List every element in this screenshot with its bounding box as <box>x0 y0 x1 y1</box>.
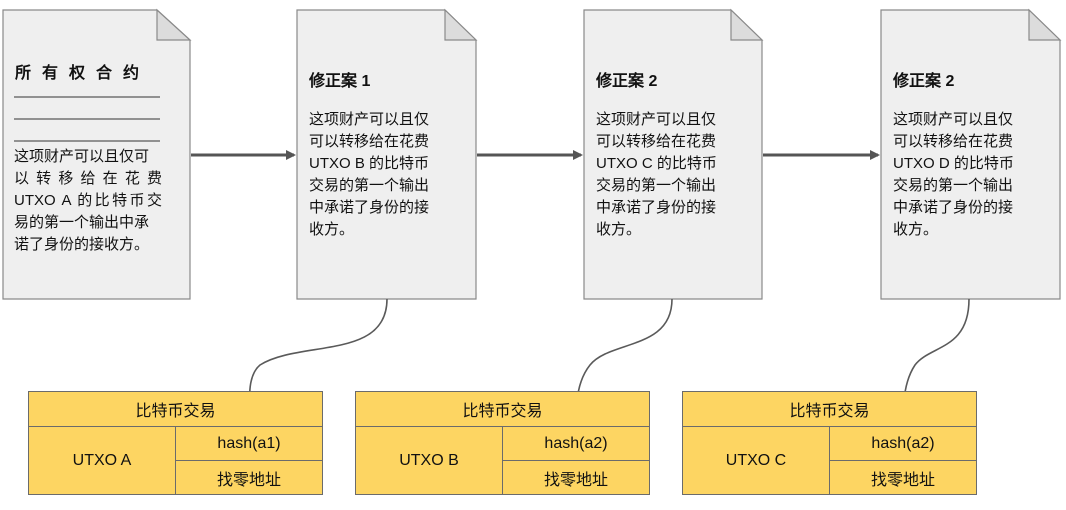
contract-body-line: 易的第一个输出中承 <box>14 214 150 231</box>
amendment-body-line: 交易的第一个输出 <box>893 177 1014 194</box>
amendment-body-line: 可以转移给在花费 <box>309 133 430 150</box>
utxo-cell: UTXO B <box>355 426 503 495</box>
transaction-header: 比特币交易 <box>27 391 324 427</box>
amendment-body-line: 这项财产可以且仅 <box>893 111 1014 128</box>
amendment-body: 这项财产可以且仅 可以转移给在花费 UTXO C 的比特币 交易的第一个输出 中… <box>596 109 741 241</box>
hash-cell: hash(a2) <box>828 426 978 461</box>
amendment-body-line: 中承诺了身份的接 <box>893 199 1014 216</box>
amendment-body-line: 可以转移给在花费 <box>596 133 717 150</box>
amendment-body-line: 可以转移给在花费 <box>893 133 1014 150</box>
document-shape-2 <box>296 8 478 300</box>
amendment-body-line: UTXO B 的比特币 <box>309 155 430 172</box>
amendment-body-line: 交易的第一个输出 <box>596 177 717 194</box>
transaction-table-2: 比特币交易 UTXO B hash(a2) 找零地址 <box>354 391 651 495</box>
amendment-body-line: 这项财产可以且仅 <box>596 111 717 128</box>
change-address-cell: 找零地址 <box>174 460 324 495</box>
change-address-cell: 找零地址 <box>501 460 651 495</box>
transaction-header: 比特币交易 <box>681 391 978 427</box>
amendment-title: 修正案 2 <box>893 73 955 90</box>
utxo-cell: UTXO C <box>682 426 830 495</box>
document-shape-3 <box>583 8 764 300</box>
contract-title: 所有权合约 <box>15 65 151 82</box>
amendment-body-line: UTXO D 的比特币 <box>893 155 1014 172</box>
amendment-body-line: 收方。 <box>596 221 642 238</box>
contract-body-line: 诺了身份的接收方。 <box>14 236 150 253</box>
amendment-body: 这项财产可以且仅 可以转移给在花费 UTXO D 的比特币 交易的第一个输出 中… <box>893 109 1038 241</box>
document-shape-4 <box>880 8 1062 300</box>
amendment-body-line: 交易的第一个输出 <box>309 177 430 194</box>
document-shape-1 <box>2 8 192 300</box>
contract-body-line: UTXO A 的比特币交 <box>14 192 162 209</box>
utxo-cell: UTXO A <box>28 426 176 495</box>
title-rules <box>14 96 160 142</box>
contract-body-line: 这项财产可以且仅可 <box>14 148 150 165</box>
transaction-table-1: 比特币交易 UTXO A hash(a1) 找零地址 <box>27 391 324 495</box>
amendment-title: 修正案 1 <box>309 73 371 90</box>
contract-body-line: 以转移给在花费 <box>14 170 162 187</box>
change-address-cell: 找零地址 <box>828 460 978 495</box>
amendment-body-line: 收方。 <box>309 221 355 238</box>
amendment-body-line: UTXO C 的比特币 <box>596 155 717 172</box>
amendment-body: 这项财产可以且仅 可以转移给在花费 UTXO B 的比特币 交易的第一个输出 中… <box>309 109 454 241</box>
transaction-header: 比特币交易 <box>354 391 651 427</box>
amendment-body-line: 收方。 <box>893 221 939 238</box>
amendment-title: 修正案 2 <box>596 73 658 90</box>
hash-cell: hash(a1) <box>174 426 324 461</box>
contract-body: 这项财产可以且仅可 以转移给在花费 UTXO A 的比特币交 易的第一个输出中承… <box>14 146 162 256</box>
transaction-table-3: 比特币交易 UTXO C hash(a2) 找零地址 <box>681 391 978 495</box>
amendment-body-line: 中承诺了身份的接 <box>596 199 717 216</box>
amendment-body-line: 中承诺了身份的接 <box>309 199 430 216</box>
amendment-body-line: 这项财产可以且仅 <box>309 111 430 128</box>
hash-cell: hash(a2) <box>501 426 651 461</box>
